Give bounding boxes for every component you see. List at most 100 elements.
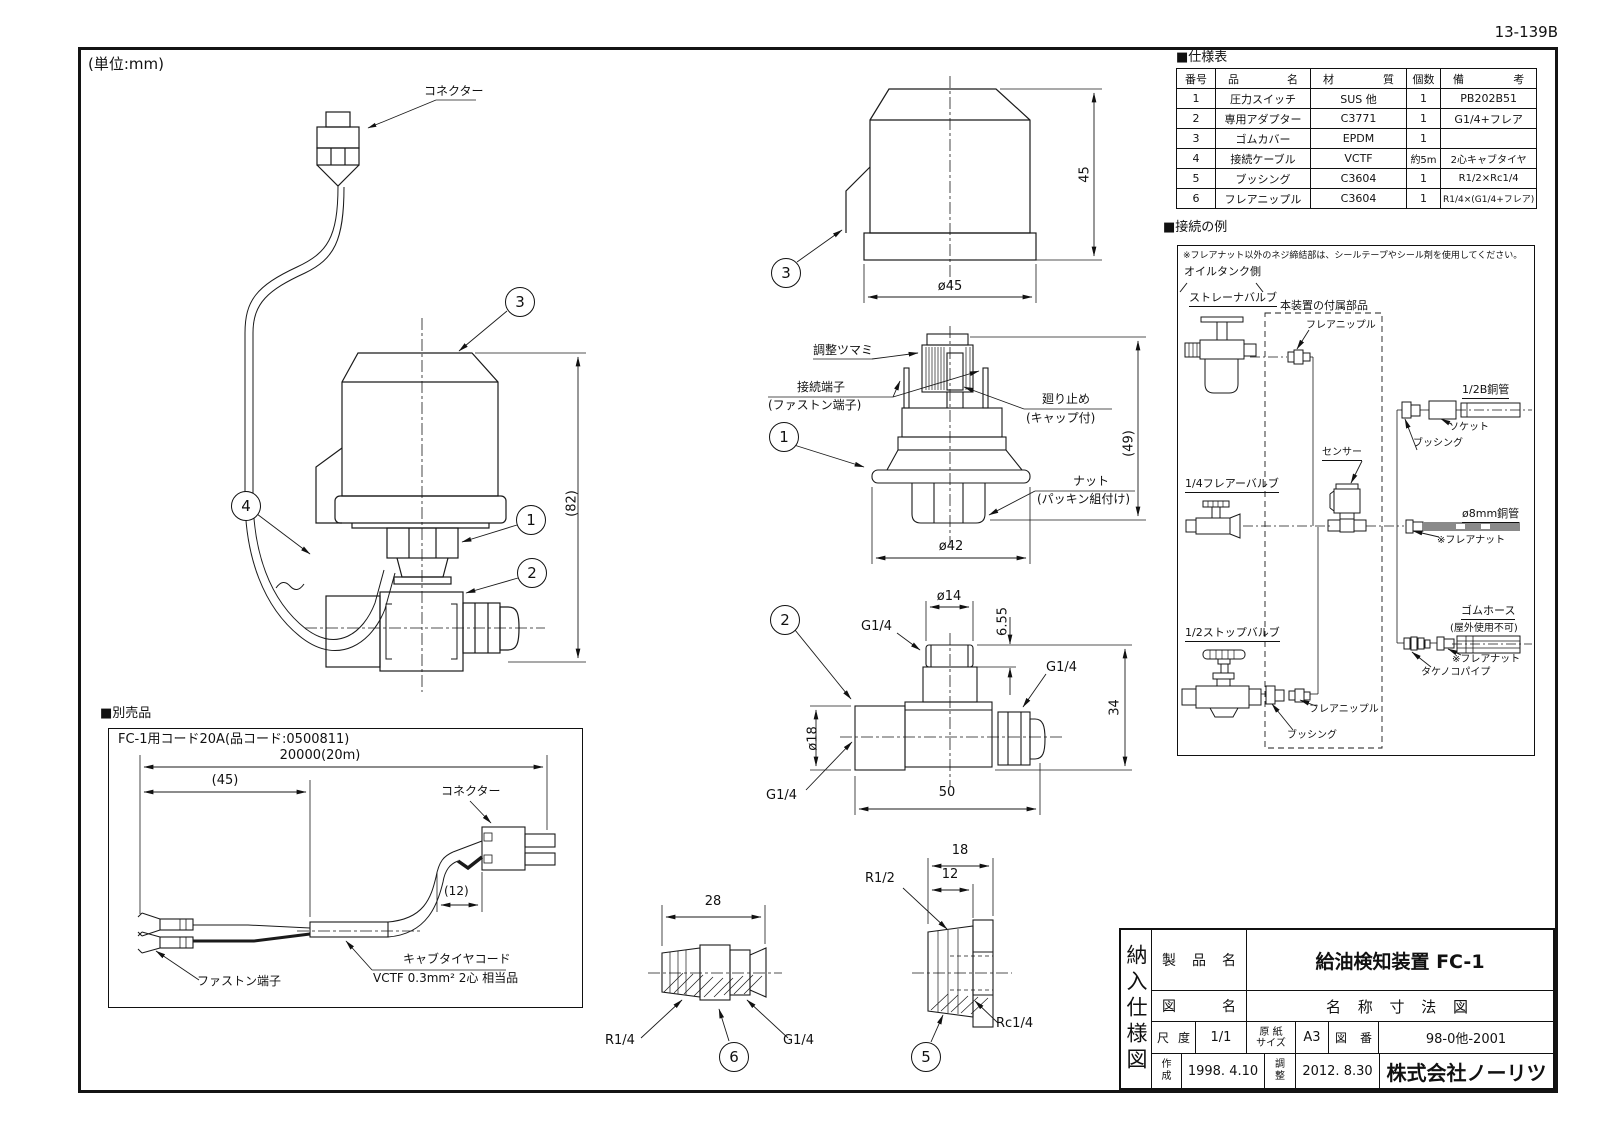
spec-cell: 接続ケーブル — [1215, 148, 1311, 169]
optional-product-label: FC-1用コード20A(品コード:0500811) — [118, 732, 350, 747]
pipe-half-b-label: 1/2B銅管 — [1462, 383, 1510, 399]
connection-note: ※フレアナット以外のネジ締結部は、シールテープやシール剤を使用してください。 — [1183, 251, 1523, 261]
terminal-label-2: (ファストン端子) — [768, 398, 862, 412]
nipple-view-lines — [640, 905, 789, 1042]
stopper-label-2: (キャップ付) — [1026, 411, 1096, 425]
spec-cell: 専用アダプター — [1215, 108, 1311, 129]
product-name-value: 給油検知装置 FC-1 — [1247, 930, 1553, 991]
cord-connector-label: コネクター — [441, 784, 501, 798]
spec-cell: 約5m — [1406, 148, 1441, 169]
bushing-btm-label: ブッシング — [1287, 730, 1337, 741]
bushing-top-label: ブッシング — [1413, 438, 1463, 449]
dim-dia42: ø42 — [938, 539, 964, 554]
spec-cell: VCTF — [1310, 148, 1407, 169]
spec-cell: 5 — [1176, 168, 1216, 189]
dim-82: (82) — [564, 490, 580, 517]
adjusted-value: 2012. 8.30 — [1296, 1054, 1380, 1088]
strainer-valve-label: ストレーナバルブ — [1189, 291, 1277, 307]
paper-size-label: 原 紙 サイズ — [1247, 1022, 1296, 1054]
dim-20000: 20000(20m) — [279, 748, 361, 763]
spec-header-cell: 品名 — [1215, 68, 1311, 89]
dwg-no-value: 98-0他-2001 — [1379, 1022, 1553, 1054]
spec-header-cell: 材質 — [1310, 68, 1407, 89]
spec-cell: R1/2×Rc1/4 — [1439, 168, 1538, 189]
dim-28: 28 — [704, 894, 722, 909]
balloon-part-1: 1 — [516, 505, 546, 535]
flare-nut-btm-label: ※フレアナット — [1452, 654, 1521, 665]
sensor-label: センサー — [1322, 447, 1362, 461]
barb-pipe-label: タケノコパイプ — [1421, 667, 1491, 678]
drawing-frame — [78, 47, 1558, 1093]
spec-cell: C3771 — [1310, 108, 1407, 129]
oil-tank-side-label: オイルタンク側 — [1184, 265, 1261, 278]
spec-cell: G1/4+フレア — [1439, 108, 1538, 129]
dim-18: 18 — [951, 843, 969, 858]
thread-g14-nipple: G1/4 — [783, 1033, 814, 1048]
accessories-label: 本装置の付属部品 — [1280, 299, 1368, 312]
spec-cell: 6 — [1176, 188, 1216, 209]
spec-cell: PB202B51 — [1439, 88, 1538, 109]
doc-number: 13-139B — [1494, 23, 1558, 41]
spec-header-cell: 番号 — [1176, 68, 1216, 89]
spec-cell: C3604 — [1310, 188, 1407, 209]
spec-table-title: ■仕様表 — [1176, 50, 1228, 65]
spec-cell: R1/4×(G1/4+フレア) — [1439, 188, 1538, 209]
dim-49: (49) — [1121, 430, 1137, 457]
balloon-part-2: 2 — [517, 558, 547, 588]
paper-size-label-l2: サイズ — [1256, 1037, 1286, 1049]
dim-12-cord: (12) — [444, 884, 469, 898]
created-value: 1998. 4.10 — [1182, 1054, 1265, 1088]
spec-cell: 圧力スイッチ — [1215, 88, 1311, 109]
connection-example-lines — [1179, 282, 1532, 749]
dim-12: 12 — [941, 867, 959, 882]
balloon-part-1-switch: 1 — [769, 422, 799, 452]
spec-cell: EPDM — [1310, 128, 1407, 149]
paper-size-value: A3 — [1296, 1022, 1329, 1054]
spec-cell: 1 — [1406, 108, 1441, 129]
thread-g14-top: G1/4 — [861, 619, 892, 634]
spec-cell: 1 — [1406, 168, 1441, 189]
optional-parts-title: ■別売品 — [100, 706, 152, 721]
thread-g14-right: G1/4 — [1046, 660, 1077, 675]
main-view-lines — [244, 99, 586, 692]
thread-r14: R1/4 — [605, 1033, 635, 1048]
spec-row: 3 ゴムカバー EPDM 1 — [1176, 128, 1538, 149]
spec-cell: フレアニップル — [1215, 188, 1311, 209]
scale-label: 尺度 — [1152, 1022, 1196, 1054]
cabtyre-cord-label-2: VCTF 0.3mm² 2心 相当品 — [373, 971, 519, 985]
spec-header-cell: 個数 — [1406, 68, 1441, 89]
drawing-name-label: 図名 — [1152, 991, 1247, 1022]
dim-45: 45 — [1077, 166, 1093, 183]
bushing-view-lines — [902, 858, 1012, 1043]
created-label: 作成 — [1152, 1054, 1182, 1088]
connection-example-panel — [1177, 245, 1535, 756]
optional-parts-panel — [108, 728, 583, 1008]
title-block-side-label: 納入仕様図 — [1121, 930, 1152, 1088]
spec-table: 番号 品名 材質 個数 備考 1 圧力スイッチ SUS 他 1 PB202B51… — [1176, 68, 1538, 209]
spec-cell: 1 — [1176, 88, 1216, 109]
dwg-no-label: 図番 — [1329, 1022, 1379, 1054]
optional-parts-lines — [137, 755, 556, 981]
drawing-name-label-text: 図名 — [1162, 999, 1236, 1015]
spec-row: 2 専用アダプター C3771 1 G1/4+フレア — [1176, 108, 1538, 129]
switch-view-lines — [768, 326, 1146, 564]
spec-row: 4 接続ケーブル VCTF 約5m 2心キャブタイヤ — [1176, 148, 1538, 169]
cabtyre-cord-label-1: キャブタイヤコード — [403, 952, 511, 966]
spec-cell: SUS 他 — [1310, 88, 1407, 109]
company-name: 株式会社ノーリツ — [1386, 1060, 1547, 1085]
connector-label: コネクター — [424, 84, 484, 98]
spec-cell — [1439, 128, 1538, 149]
balloon-part-3-cover: 3 — [771, 258, 801, 288]
spec-cell: 1 — [1406, 128, 1441, 149]
spec-cell: ブッシング — [1215, 168, 1311, 189]
spec-header-row: 番号 品名 材質 個数 備考 — [1176, 68, 1538, 89]
dwg-no-label-text: 図番 — [1335, 1031, 1372, 1045]
spec-cell: 3 — [1176, 128, 1216, 149]
rubber-hose-note: (屋外使用不可) — [1450, 623, 1518, 634]
stop-valve-label: 1/2ストップバルブ — [1185, 626, 1280, 642]
cover-view-lines — [796, 76, 1102, 303]
socket-label: ソケット — [1449, 422, 1489, 433]
spec-cell: 4 — [1176, 148, 1216, 169]
